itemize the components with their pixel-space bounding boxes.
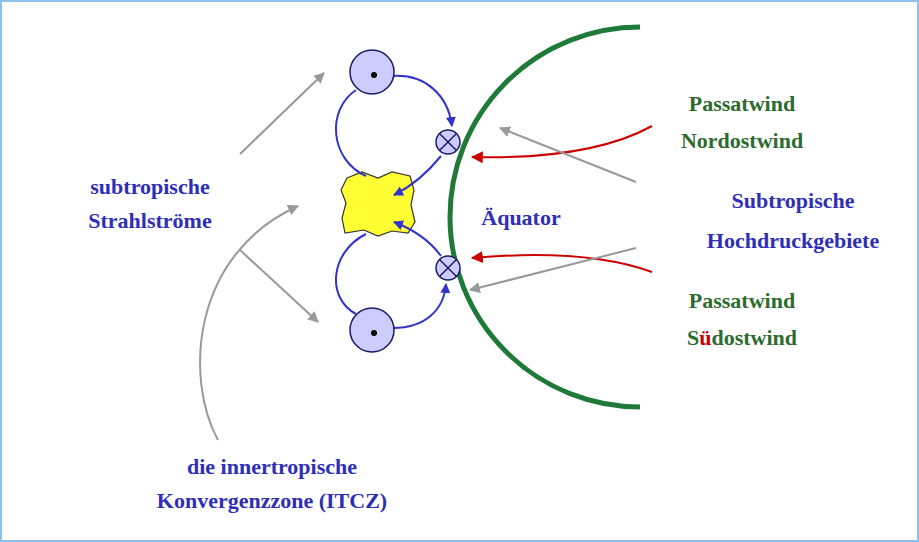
surface-branch: [394, 222, 441, 256]
into-page-symbol: [436, 256, 460, 280]
into-page-symbol: [436, 130, 460, 154]
jet-label: subtropische Strahlströme: [65, 170, 235, 238]
leader-lines: [200, 73, 636, 440]
sinking-branch: [393, 284, 446, 328]
equator-label: Äquator: [461, 203, 581, 233]
rising-branch: [336, 90, 366, 176]
high-pressure-label: Subtropische Hochdruckgebiete: [688, 181, 898, 261]
out-of-page-symbol: [350, 50, 394, 94]
out-of-page-symbol: [350, 308, 394, 352]
surface-branch: [394, 156, 441, 195]
rising-branch: [336, 234, 366, 314]
jet-symbols: [350, 50, 460, 352]
earth-arc: [450, 27, 640, 407]
itcz-label: die innertropische Konvergenzzone (ITCZ): [142, 450, 402, 518]
trade-wind-label: Passatwind Nordostwind: [667, 85, 817, 159]
sinking-branch: [393, 76, 452, 126]
hadley-cells: [336, 76, 452, 328]
trade-wind-label: Passatwind Südostwind: [667, 282, 817, 356]
